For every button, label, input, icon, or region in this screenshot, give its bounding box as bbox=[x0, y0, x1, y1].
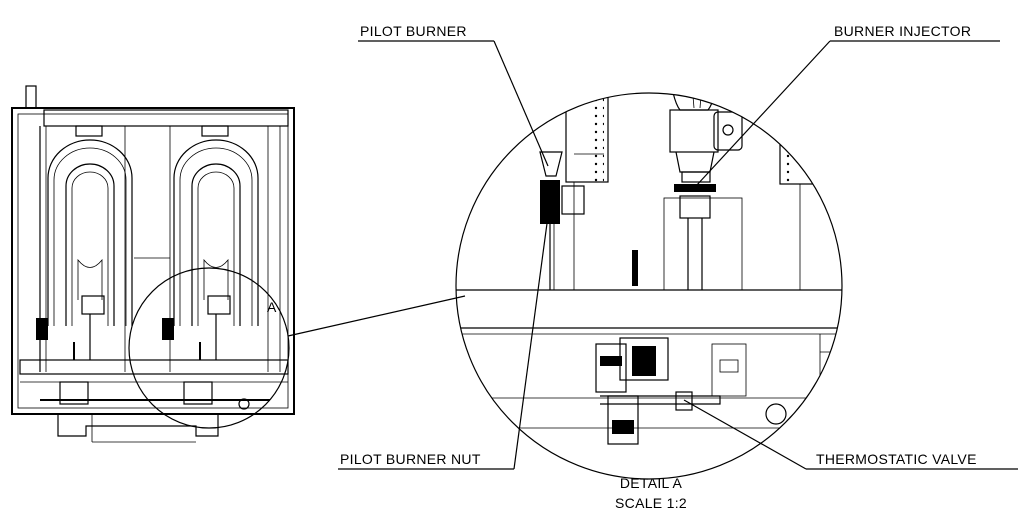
detail-a-view bbox=[455, 92, 843, 480]
detail-link-line bbox=[287, 295, 466, 337]
thermostatic-valve-label: THERMOSTATIC VALVE bbox=[816, 451, 977, 467]
detail-marker: A bbox=[267, 299, 277, 315]
burner-injector-label: BURNER INJECTOR bbox=[834, 23, 971, 39]
label-pilot-burner-nut: PILOT BURNER NUT bbox=[338, 215, 549, 470]
pilot-burner-label: PILOT BURNER bbox=[360, 23, 467, 39]
burner-left bbox=[36, 125, 133, 405]
detail-caption: DETAIL A SCALE 1:2 bbox=[615, 475, 687, 511]
detail-callout-circle bbox=[128, 267, 290, 429]
label-thermostatic-valve: THERMOSTATIC VALVE bbox=[683, 399, 1018, 470]
burner-right bbox=[162, 125, 259, 405]
label-pilot-burner: PILOT BURNER bbox=[358, 23, 549, 167]
detail-circle bbox=[455, 92, 843, 480]
overall-view: A bbox=[11, 85, 295, 443]
detail-title: DETAIL A bbox=[620, 475, 683, 491]
pilot-burner-nut-label: PILOT BURNER NUT bbox=[340, 451, 481, 467]
label-burner-injector: BURNER INJECTOR bbox=[695, 23, 1000, 187]
detail-scale: SCALE 1:2 bbox=[615, 495, 687, 511]
